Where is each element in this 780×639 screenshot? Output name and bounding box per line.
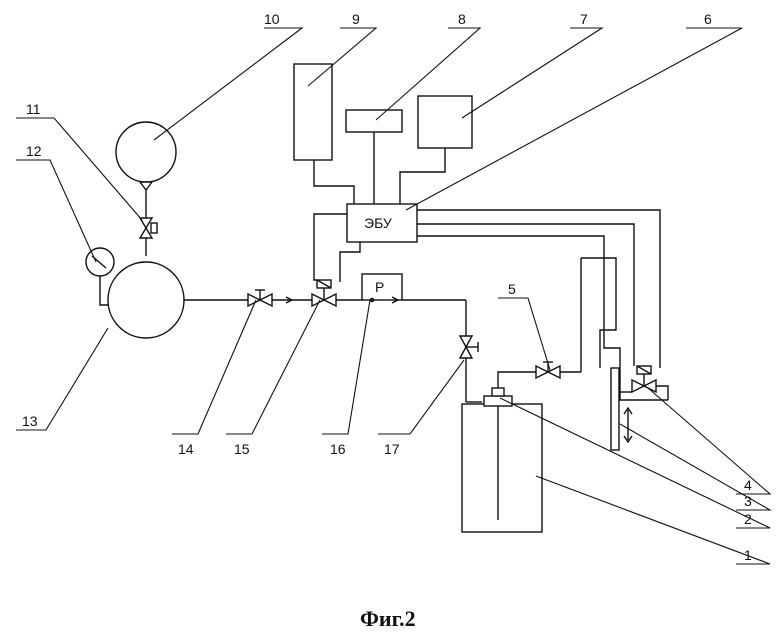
block-9 [294, 64, 332, 160]
callout-13: 13 [22, 413, 38, 429]
callout-6: 6 [704, 11, 712, 27]
valve-17 [460, 336, 478, 358]
callout-15: 15 [234, 441, 250, 457]
callout-14: 14 [178, 441, 194, 457]
callout-16: 16 [330, 441, 346, 457]
callout-12: 12 [26, 143, 42, 159]
tank-13 [108, 262, 184, 338]
callout-10: 10 [264, 11, 280, 27]
valve-11 [140, 218, 157, 238]
callout-11: 11 [26, 101, 41, 117]
callout-9: 9 [352, 11, 360, 27]
figure-caption: Фиг.2 [360, 606, 416, 631]
callout-17: 17 [384, 441, 400, 457]
valve-15 [312, 280, 336, 306]
block-8 [346, 110, 402, 132]
block-7 [418, 96, 472, 148]
callout-7: 7 [580, 11, 588, 27]
valve-4 [632, 366, 656, 392]
callout-3: 3 [744, 493, 752, 509]
pressure-label: Р [375, 279, 384, 295]
vessel-10 [116, 122, 176, 182]
actuator-plate-3 [611, 368, 619, 450]
fitting-2 [484, 396, 512, 406]
callout-1: 1 [744, 547, 752, 563]
callout-4: 4 [744, 477, 752, 493]
callout-8: 8 [458, 11, 466, 27]
callout-2: 2 [744, 511, 752, 527]
valve-14 [248, 290, 272, 306]
container-1 [462, 404, 542, 532]
ebu-label: ЭБУ [364, 215, 392, 231]
callout-5: 5 [508, 281, 516, 297]
vessel-10-nozzle [140, 182, 152, 190]
